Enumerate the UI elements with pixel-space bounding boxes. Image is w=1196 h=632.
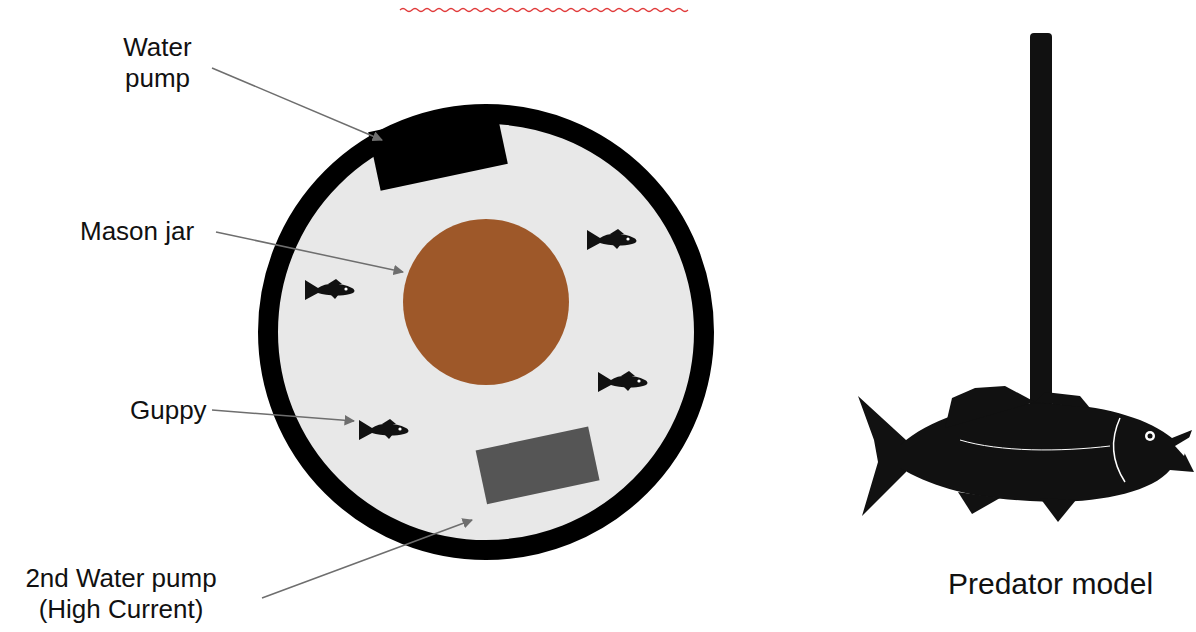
leader-line: [262, 520, 472, 598]
guppy-icon: [305, 279, 354, 300]
part-label: Mason jar: [80, 216, 194, 247]
spell-underline: [400, 9, 688, 12]
mason-jar: [403, 219, 569, 385]
second-water-pump: [476, 427, 600, 505]
part-label: Water pump: [100, 32, 215, 93]
water-pump: [368, 105, 508, 191]
predator-model: [858, 33, 1194, 522]
part-label: Guppy: [130, 395, 207, 426]
guppy-icon: [598, 371, 647, 392]
leader-line: [212, 410, 354, 421]
leader-line: [216, 232, 403, 272]
tank: [268, 114, 704, 550]
part-label: 2nd Water pump (High Current): [6, 563, 236, 624]
part-label: Predator model: [948, 566, 1153, 601]
guppy-icon: [587, 229, 636, 250]
guppy-icon: [359, 419, 408, 440]
leader-line: [212, 68, 382, 140]
